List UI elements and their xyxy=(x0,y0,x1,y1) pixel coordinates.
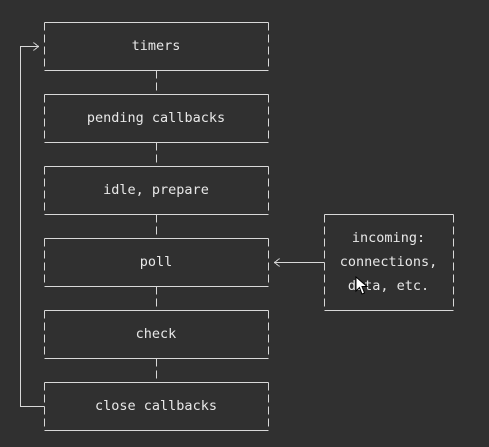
phase-label-timers: timers xyxy=(131,38,181,54)
box-close-callbacks xyxy=(44,382,269,431)
phase-label-close-callbacks: close callbacks xyxy=(95,398,217,414)
incoming-label-line-1: incoming: xyxy=(351,230,426,246)
phase-label-poll: poll xyxy=(139,254,173,270)
incoming-to-poll-arrow xyxy=(273,258,325,267)
loop-back-arrow xyxy=(20,42,45,407)
phase-label-pending-callbacks: pending callbacks xyxy=(86,110,226,126)
incoming-label-line-2: connections, xyxy=(339,254,438,270)
mouse-pointer-icon xyxy=(355,276,369,295)
phase-label-check: check xyxy=(135,326,177,342)
box-incoming xyxy=(324,214,454,311)
phase-label-idle-prepare: idle, prepare xyxy=(103,182,209,198)
incoming-label-line-3: data, etc. xyxy=(347,278,430,294)
